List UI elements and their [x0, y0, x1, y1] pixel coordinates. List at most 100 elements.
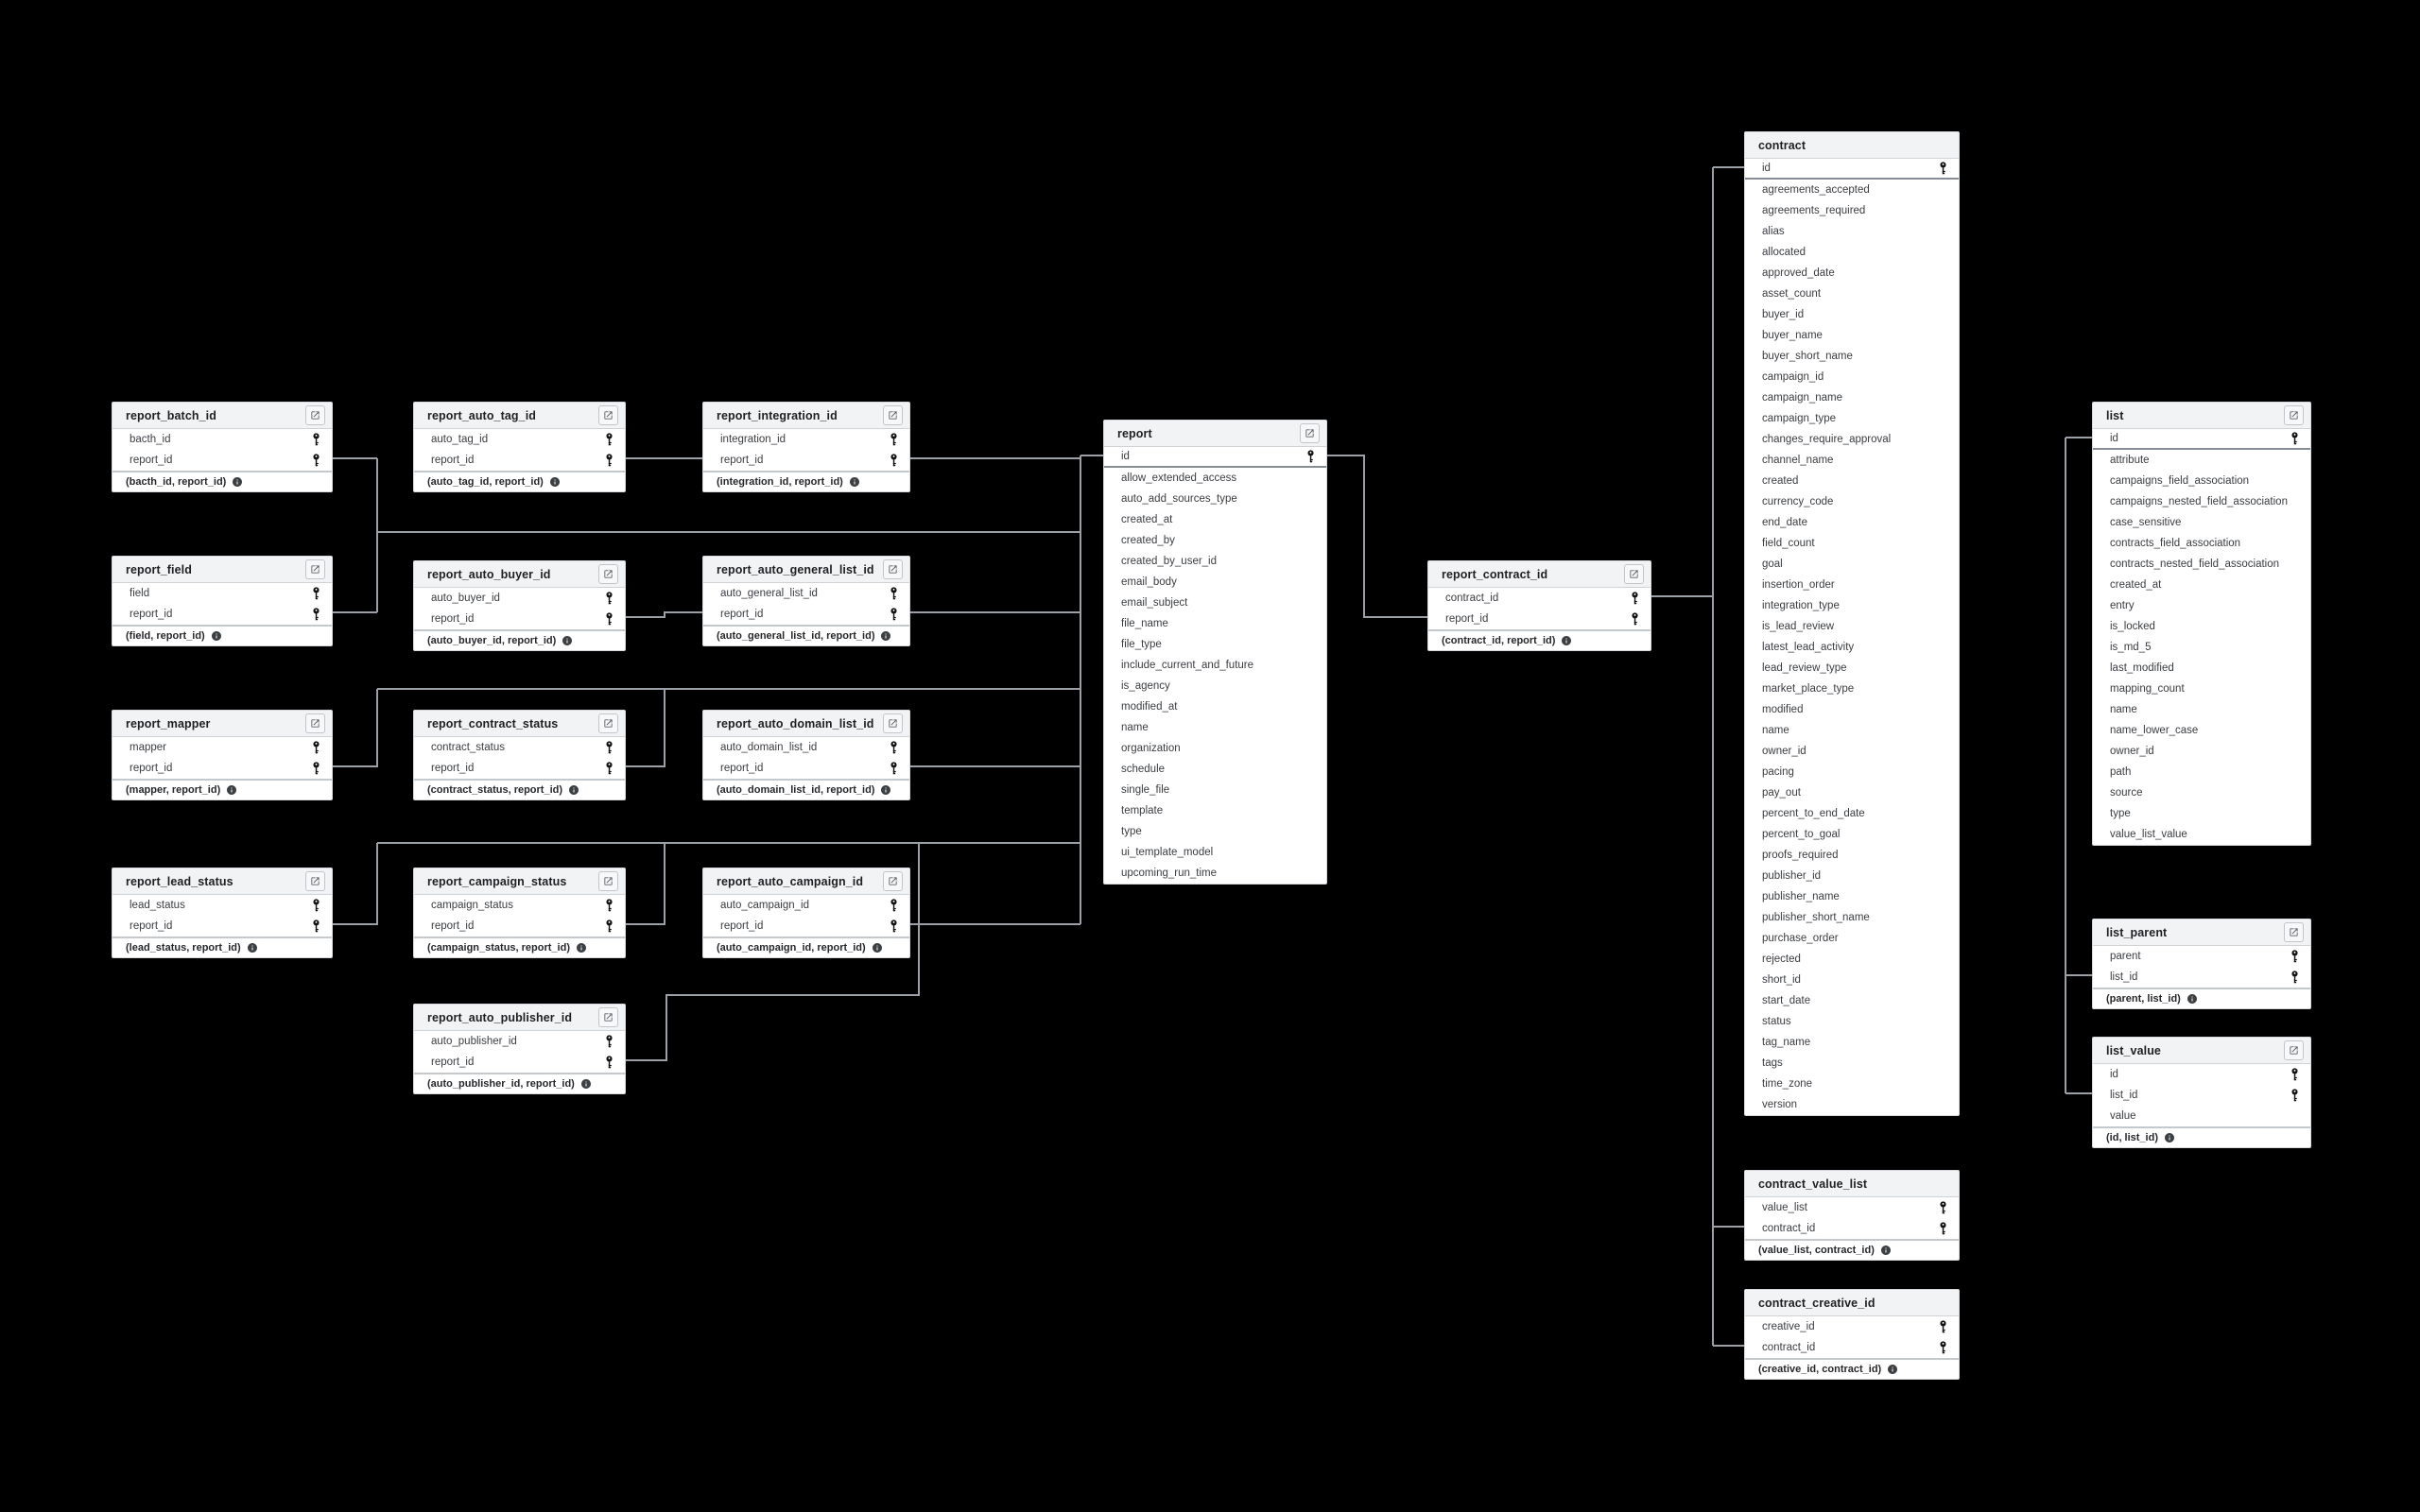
info-icon[interactable] [849, 476, 860, 488]
field-name: is_md_5 [2110, 642, 2152, 653]
table-report_auto_campaign_id[interactable]: report_auto_campaign_id auto_campaign_id… [702, 868, 910, 958]
table-header[interactable]: report_auto_publisher_id [414, 1005, 625, 1031]
table-header[interactable]: list [2093, 403, 2310, 429]
external-link-icon[interactable] [598, 713, 618, 733]
info-icon[interactable] [872, 942, 883, 954]
info-icon[interactable] [247, 942, 258, 954]
table-report_auto_domain_list_id[interactable]: report_auto_domain_list_id auto_domain_l… [702, 710, 910, 800]
external-link-icon[interactable] [305, 871, 325, 891]
key-icon [2290, 1067, 2299, 1082]
field-name: organization [1121, 743, 1181, 754]
field-row: agreements_accepted [1745, 180, 1959, 200]
external-link-icon[interactable] [305, 405, 325, 425]
composite-key-label: (auto_publisher_id, report_id) [427, 1078, 575, 1090]
external-link-icon[interactable] [2284, 1040, 2304, 1060]
key-icon [2290, 970, 2299, 985]
field-name: end_date [1762, 517, 1807, 528]
external-link-icon[interactable] [2284, 922, 2304, 942]
table-header[interactable]: list_parent [2093, 919, 2310, 946]
table-report_auto_publisher_id[interactable]: report_auto_publisher_id auto_publisher_… [413, 1004, 626, 1094]
field-row: email_body [1104, 572, 1326, 593]
field-name: source [2110, 787, 2143, 799]
field-name: email_body [1121, 576, 1177, 588]
info-icon[interactable] [2187, 993, 2198, 1005]
field-row: changes_require_approval [1745, 429, 1959, 450]
table-header[interactable]: report [1104, 421, 1326, 447]
info-icon[interactable] [1880, 1245, 1892, 1256]
external-link-icon[interactable] [598, 871, 618, 891]
composite-key-row: (auto_domain_list_id, report_id) [703, 779, 909, 799]
key-icon [2290, 1088, 2299, 1103]
field-name: approved_date [1762, 267, 1835, 279]
table-header[interactable]: report_auto_campaign_id [703, 868, 909, 895]
table-header[interactable]: report_auto_general_list_id [703, 557, 909, 583]
info-icon[interactable] [562, 635, 573, 646]
info-icon[interactable] [880, 784, 891, 796]
field-row: value_list [1745, 1197, 1959, 1218]
info-icon[interactable] [232, 476, 243, 488]
composite-key-row: (mapper, report_id) [112, 779, 332, 799]
info-icon[interactable] [2164, 1132, 2175, 1143]
info-icon[interactable] [880, 630, 891, 642]
info-icon[interactable] [549, 476, 561, 488]
table-header[interactable]: report_auto_buyer_id [414, 561, 625, 588]
info-icon[interactable] [1561, 635, 1572, 646]
table-header[interactable]: report_auto_tag_id [414, 403, 625, 429]
external-link-icon[interactable] [598, 405, 618, 425]
external-link-icon[interactable] [2284, 405, 2304, 425]
info-icon[interactable] [576, 942, 587, 954]
table-header[interactable]: report_lead_status [112, 868, 332, 895]
table-header[interactable]: contract [1745, 132, 1959, 159]
field-name: auto_campaign_id [720, 900, 809, 911]
info-icon[interactable] [211, 630, 222, 642]
table-header[interactable]: contract_value_list [1745, 1171, 1959, 1197]
external-link-icon[interactable] [883, 559, 903, 579]
external-link-icon[interactable] [1624, 564, 1644, 584]
external-link-icon[interactable] [883, 871, 903, 891]
composite-key-row: (value_list, contract_id) [1745, 1239, 1959, 1260]
table-report_auto_general_list_id[interactable]: report_auto_general_list_id auto_general… [702, 556, 910, 646]
field-row: allow_extended_access [1104, 468, 1326, 489]
external-link-icon[interactable] [1300, 423, 1320, 443]
info-icon[interactable] [226, 784, 237, 796]
table-header[interactable]: contract_creative_id [1745, 1290, 1959, 1316]
external-link-icon[interactable] [598, 564, 618, 584]
field-row: pacing [1745, 762, 1959, 782]
table-header[interactable]: list_value [2093, 1038, 2310, 1064]
external-link-icon[interactable] [883, 405, 903, 425]
table-header[interactable]: report_auto_domain_list_id [703, 711, 909, 737]
table-header[interactable]: report_batch_id [112, 403, 332, 429]
external-link-icon[interactable] [305, 559, 325, 579]
table-header[interactable]: report_contract_id [1428, 561, 1651, 588]
external-link-icon[interactable] [598, 1007, 618, 1027]
table-header[interactable]: report_integration_id [703, 403, 909, 429]
table-header[interactable]: report_contract_status [414, 711, 625, 737]
table-header[interactable]: report_campaign_status [414, 868, 625, 895]
info-icon[interactable] [1887, 1364, 1898, 1375]
info-icon[interactable] [568, 784, 579, 796]
table-header[interactable]: report_mapper [112, 711, 332, 737]
table-header[interactable]: report_field [112, 557, 332, 583]
external-link-icon[interactable] [305, 713, 325, 733]
external-link-icon[interactable] [883, 713, 903, 733]
field-row: campaign_type [1745, 408, 1959, 429]
info-icon[interactable] [580, 1078, 592, 1090]
